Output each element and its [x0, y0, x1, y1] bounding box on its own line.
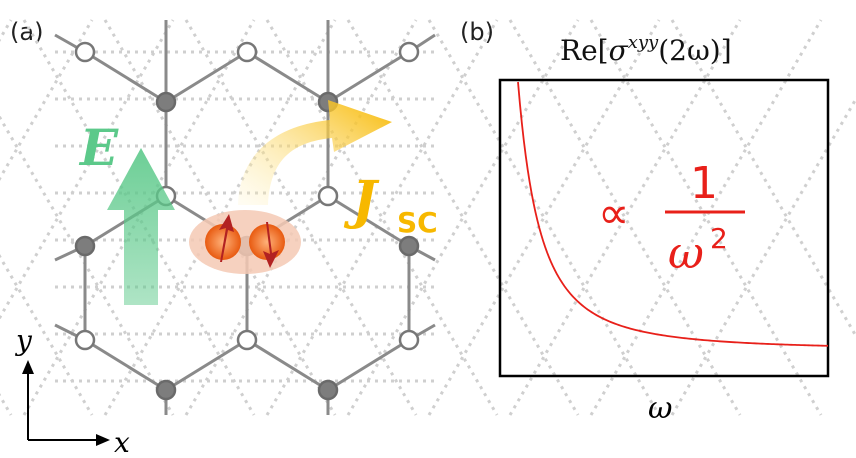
current-symbol: J	[343, 170, 380, 231]
lattice-bonds	[54, 20, 436, 415]
plot-frame	[498, 78, 830, 378]
lattice-site-open	[317, 185, 339, 207]
spin-pair	[189, 210, 301, 274]
lattice-bond	[165, 50, 248, 104]
axis-y-label: y	[14, 324, 33, 357]
lattice-bond	[84, 50, 167, 104]
chart-title-suffix: (2ω)]	[658, 34, 731, 67]
lattice-bond	[327, 50, 410, 104]
lattice-dotted-bond	[0, 19, 13, 42]
lattice-dotted-bond	[0, 254, 94, 416]
spin-down-icon	[263, 222, 279, 268]
annotation-denominator: ω	[668, 228, 704, 279]
lattice-dotted-bond	[0, 19, 94, 181]
lattice-bond	[165, 338, 248, 392]
electric-field-arrow	[107, 148, 175, 305]
current-subscript: SC	[397, 206, 438, 239]
spin-current-arrow	[238, 100, 392, 205]
coordinate-axes	[22, 360, 110, 446]
lattice-site-open	[398, 329, 420, 351]
lattice-site-open	[236, 41, 258, 63]
scaling-annotation: ∝ 1 ω 2	[598, 158, 745, 279]
annotation-propto: ∝	[598, 188, 629, 239]
series-line	[517, 81, 829, 347]
lattice-bond	[84, 338, 167, 392]
chart-title-sigma: σ	[609, 34, 629, 67]
lattice-bond	[327, 194, 410, 248]
chart-title-superscript: xyy	[628, 32, 659, 53]
lattice-dotted-bond	[0, 393, 13, 416]
lattice-site-open	[74, 41, 96, 63]
lattice-site-filled	[155, 91, 177, 113]
annotation-power: 2	[710, 222, 728, 255]
spin-down-electron	[249, 224, 285, 260]
field-symbol: E	[78, 118, 119, 177]
lattice-site-filled	[398, 235, 420, 257]
lattice-site-filled	[155, 379, 177, 401]
lattice-site-open	[236, 329, 258, 351]
annotation-numerator: 1	[690, 158, 718, 209]
lattice-bond	[246, 50, 329, 104]
lattice-bond	[327, 338, 410, 392]
spin-up-electron	[205, 224, 241, 260]
lattice-site-filled	[317, 379, 339, 401]
lattice-bond	[246, 338, 329, 392]
chart-title: Re[σxyy(2ω)]	[560, 32, 732, 67]
honeycomb-lattice	[0, 19, 856, 416]
lattice-site-filled	[74, 235, 96, 257]
lattice-site-open	[398, 41, 420, 63]
plot-area	[517, 81, 829, 347]
spin-up-icon	[219, 214, 234, 262]
chart-title-prefix: Re[	[560, 34, 609, 67]
x-axis-label: ω	[648, 391, 672, 426]
axis-x-label: x	[114, 426, 130, 458]
lattice-site-open	[74, 329, 96, 351]
panel-b-label: (b)	[460, 18, 494, 46]
